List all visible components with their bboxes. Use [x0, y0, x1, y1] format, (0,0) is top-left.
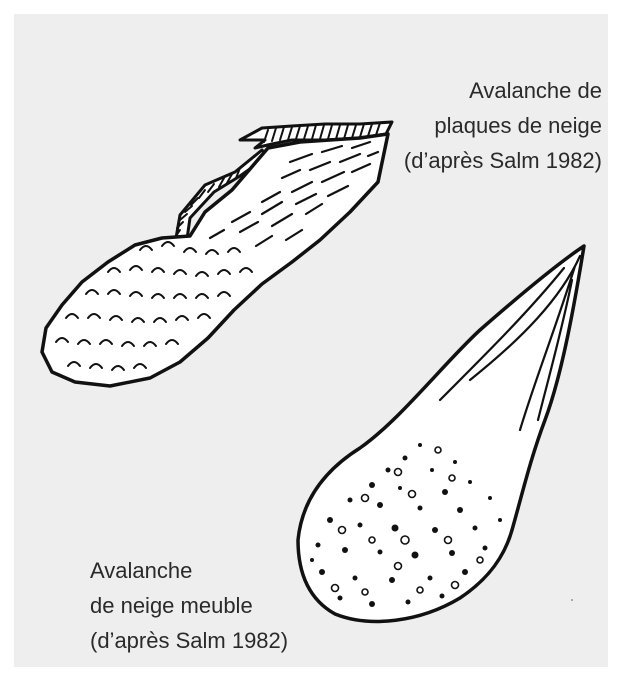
- loose-caption-line-3: (d’après Salm 1982): [90, 623, 288, 658]
- slab-avalanche-caption: Avalanche de plaques de neige (d’après S…: [404, 73, 602, 178]
- loose-caption-line-1: Avalanche: [90, 553, 288, 588]
- slab-caption-line-3: (d’après Salm 1982): [404, 143, 602, 178]
- stray-dot: [571, 599, 573, 601]
- slab-avalanche-drawing: [42, 122, 392, 386]
- slab-caption-line-2: plaques de neige: [404, 108, 602, 143]
- loose-snow-avalanche-drawing: [298, 246, 584, 621]
- slab-caption-line-1: Avalanche de: [404, 73, 602, 108]
- slab-body: [42, 134, 388, 386]
- loose-caption-line-2: de neige meuble: [90, 588, 288, 623]
- loose-snow-body: [298, 246, 584, 621]
- loose-snow-avalanche-caption: Avalanche de neige meuble (d’après Salm …: [90, 553, 288, 658]
